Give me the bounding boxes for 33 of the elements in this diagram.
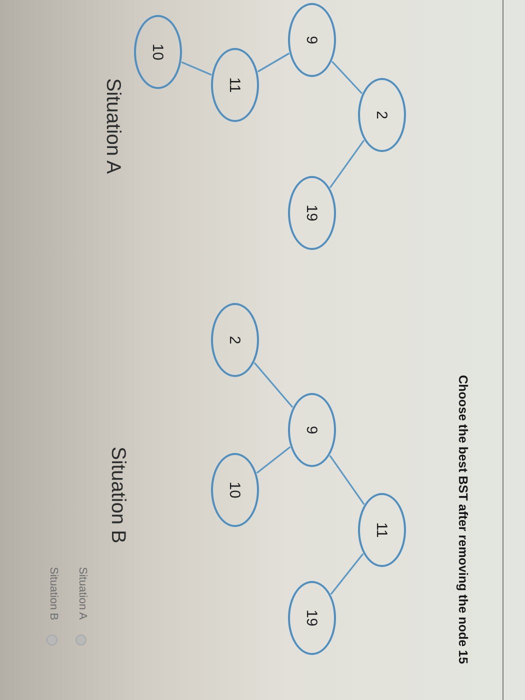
connector-line — [329, 140, 365, 188]
tree-node — [211, 48, 259, 122]
question-text: Choose the best BST after removing the node 15 — [455, 375, 470, 664]
connector-line — [330, 553, 364, 595]
node-value: 11 — [228, 77, 242, 93]
node-value: 19 — [304, 204, 320, 222]
option-label: Situation A — [76, 567, 89, 620]
tree-node — [211, 453, 259, 527]
tree-node — [288, 176, 336, 250]
node-value: 11 — [374, 522, 390, 538]
tree-node — [211, 303, 259, 377]
connector-line — [257, 52, 290, 72]
connector-line — [329, 455, 365, 505]
connector-line — [256, 446, 291, 474]
node-value: 10 — [228, 482, 242, 498]
node-value: 2 — [374, 110, 390, 120]
tree-node — [288, 3, 336, 77]
situation-caption: Situation A — [102, 78, 124, 174]
node-value: 2 — [228, 336, 242, 344]
node-value: 10 — [150, 44, 166, 60]
tree-node — [358, 78, 406, 152]
tree-node — [288, 393, 336, 467]
tree-node — [358, 493, 406, 567]
node-value: 9 — [304, 426, 320, 434]
tree-node — [288, 581, 336, 655]
connector-line — [331, 60, 363, 94]
tree-node — [134, 15, 182, 89]
node-value: 19 — [304, 610, 320, 626]
option-label: Situation B — [46, 567, 60, 620]
node-value: 9 — [304, 36, 320, 44]
connector-line — [254, 362, 294, 408]
connector-line — [181, 61, 212, 76]
situation-caption: Situation B — [107, 446, 129, 544]
